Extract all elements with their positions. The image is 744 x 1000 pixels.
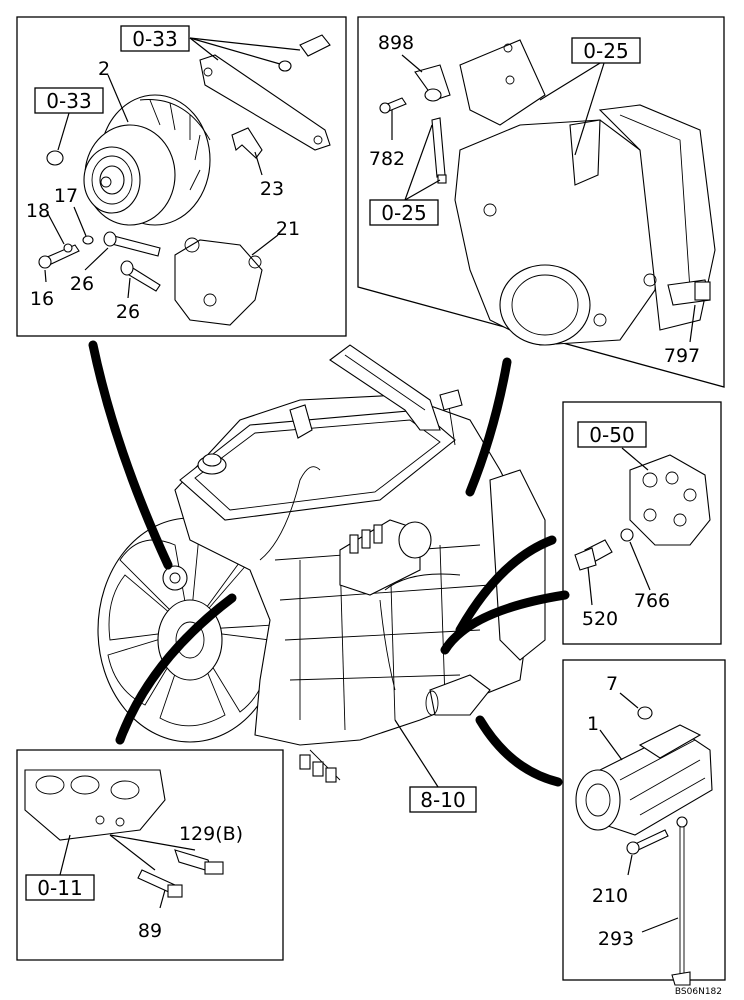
panel-valve: 0-50 520 766 bbox=[562, 401, 722, 645]
sensor-89 bbox=[137, 869, 183, 898]
callout-898: 898 bbox=[378, 32, 414, 54]
nut-7 bbox=[637, 706, 653, 720]
drawing-code: BS06N182 bbox=[675, 987, 722, 997]
ref-box-0-25-top[interactable]: 0-25 bbox=[571, 37, 641, 64]
washer-17 bbox=[82, 235, 94, 245]
panel-sensors: 0-11 129(B) 89 bbox=[16, 749, 284, 961]
panel-starter: 7 1 210 293 bbox=[562, 659, 726, 986]
sensor-797 bbox=[667, 279, 711, 306]
bracket-21 bbox=[174, 237, 263, 326]
ref-box-0-33-left-text: 0-33 bbox=[46, 89, 91, 113]
bolt-210 bbox=[626, 829, 669, 855]
ref-box-0-33-top-text: 0-33 bbox=[132, 27, 177, 51]
washer-18 bbox=[63, 243, 73, 253]
bolt-26-lower bbox=[120, 260, 161, 292]
callout-766: 766 bbox=[634, 590, 670, 612]
bolt-782 bbox=[379, 97, 407, 114]
upper-bracket bbox=[199, 54, 331, 151]
callout-21: 21 bbox=[276, 218, 300, 240]
ref-box-0-25-bottom-text: 0-25 bbox=[381, 201, 426, 225]
callout-89: 89 bbox=[138, 920, 162, 942]
callout-210: 210 bbox=[592, 885, 628, 907]
callout-23: 23 bbox=[260, 178, 284, 200]
washer-766 bbox=[620, 528, 634, 542]
callout-26-b: 26 bbox=[116, 301, 140, 323]
ref-box-8-10[interactable]: 8-10 bbox=[409, 786, 477, 813]
head-cover-fragment bbox=[24, 769, 166, 841]
ref-box-0-25-top-text: 0-25 bbox=[583, 39, 628, 63]
ref-box-0-33-left[interactable]: 0-33 bbox=[34, 87, 104, 114]
callout-520: 520 bbox=[582, 608, 618, 630]
callout-797: 797 bbox=[664, 345, 700, 367]
sensor-898 bbox=[414, 64, 451, 102]
cable-293 bbox=[671, 816, 691, 986]
ref-box-0-50[interactable]: 0-50 bbox=[577, 421, 647, 448]
ref-box-0-50-text: 0-50 bbox=[589, 423, 634, 447]
callout-293: 293 bbox=[598, 928, 634, 950]
ref-box-0-33-top[interactable]: 0-33 bbox=[120, 25, 190, 52]
thermostat-housing bbox=[454, 104, 716, 346]
bolt-26-upper bbox=[103, 231, 161, 257]
callout-26-a: 26 bbox=[70, 273, 94, 295]
panel-alternator: 0-33 0-33 2 23 21 18 17 16 26 26 bbox=[16, 16, 347, 337]
valve-block bbox=[629, 454, 711, 546]
clip-23 bbox=[231, 127, 263, 159]
ref-box-0-11-text: 0-11 bbox=[37, 876, 82, 900]
callout-129b: 129(B) bbox=[179, 823, 243, 845]
callout-18: 18 bbox=[26, 200, 50, 222]
callout-782: 782 bbox=[369, 148, 405, 170]
callout-7: 7 bbox=[606, 673, 618, 695]
connector-arcs bbox=[88, 340, 570, 787]
ref-box-8-10-text: 8-10 bbox=[420, 788, 465, 812]
sensor-129b bbox=[174, 849, 224, 875]
callout-17: 17 bbox=[54, 185, 78, 207]
alternator bbox=[83, 94, 211, 226]
panel-thermostat: 0-25 0-25 898 782 797 bbox=[357, 16, 725, 388]
callout-1: 1 bbox=[587, 713, 599, 735]
callout-16: 16 bbox=[30, 288, 54, 310]
ref-box-0-25-bottom[interactable]: 0-25 bbox=[369, 199, 439, 226]
switch-520 bbox=[574, 539, 613, 571]
ref-box-0-11[interactable]: 0-11 bbox=[25, 874, 95, 901]
callout-2: 2 bbox=[98, 58, 110, 80]
starter-motor bbox=[575, 724, 713, 836]
